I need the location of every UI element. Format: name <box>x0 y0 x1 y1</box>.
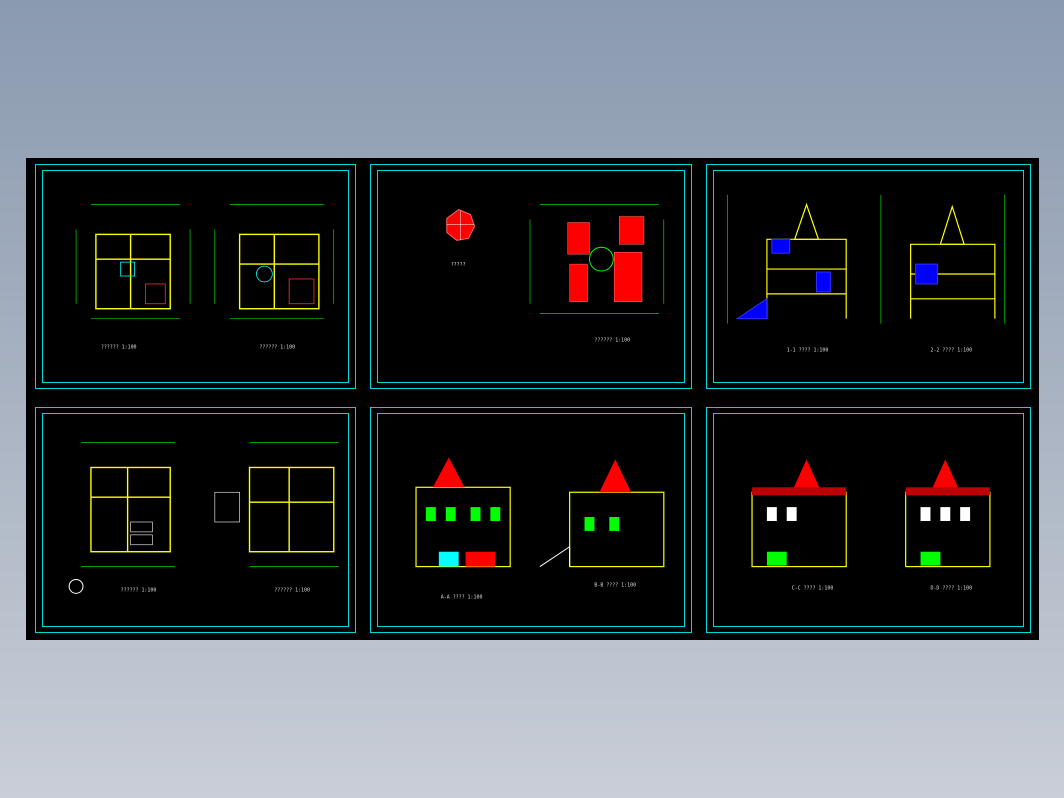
sheet-inner-frame <box>42 170 349 383</box>
sheet1-caption-1: ?????? 1:100 <box>101 344 137 350</box>
sheet-inner-frame <box>713 170 1024 383</box>
sheet-inner-frame <box>42 413 349 627</box>
sheet-sections[interactable]: 1-1 ???? 1:100 2-2 ???? 1:100 <box>706 164 1031 389</box>
roof-turret-detail <box>446 209 476 241</box>
floor-plan-2-drawing: ?????? 1:100 ?????? 1:100 <box>68 442 339 594</box>
sheet-elevations-1[interactable]: A-A ???? 1:100 B-B ???? 1:100 <box>370 407 692 633</box>
sheet3-caption-1: 1-1 ???? 1:100 <box>787 347 829 353</box>
elevation-drawing-1: A-A ???? 1:100 B-B ???? 1:100 <box>415 457 665 600</box>
sheet4-caption-1: ?????? 1:100 <box>121 587 157 593</box>
sheet-floor-plans-1[interactable]: ?????? 1:100 ?????? 1:100 <box>35 164 356 389</box>
sheet2-caption-1: ????? <box>451 262 466 268</box>
floor-plan-drawing: ?????? 1:100 ?????? 1:100 <box>75 204 335 350</box>
sheet2-caption-2: ?????? 1:100 <box>594 337 630 343</box>
sheet6-caption-1: C-C ???? 1:100 <box>792 585 834 591</box>
sheet4-caption-2: ?????? 1:100 <box>274 587 310 593</box>
sheet5-caption-1: A-A ???? 1:100 <box>441 594 483 600</box>
section-drawing: 1-1 ???? 1:100 2-2 ???? 1:100 <box>726 194 1006 353</box>
sheet5-caption-2: B-B ???? 1:100 <box>594 582 636 588</box>
sheet-floor-plans-2[interactable]: ?????? 1:100 ?????? 1:100 <box>35 407 356 633</box>
sheet3-caption-2: 2-2 ???? 1:100 <box>930 347 972 353</box>
elevation-drawing-2: C-C ???? 1:100 D-D ???? 1:100 <box>751 459 991 591</box>
sheet1-caption-2: ?????? 1:100 <box>259 344 295 350</box>
sheet-inner-frame <box>377 413 685 627</box>
sheet-inner-frame <box>713 413 1024 627</box>
sheet6-caption-2: D-D ???? 1:100 <box>930 585 972 591</box>
roof-plan-drawing: ????? ?????? 1:100 <box>446 204 665 343</box>
sheet-inner-frame <box>377 170 685 383</box>
drawing-canvas[interactable]: ?????? 1:100 ?????? 1:100 ????? <box>26 158 1039 640</box>
sheet-elevations-2[interactable]: C-C ???? 1:100 D-D ???? 1:100 <box>706 407 1031 633</box>
sheet-roof-plan[interactable]: ????? ?????? 1:100 <box>370 164 692 389</box>
